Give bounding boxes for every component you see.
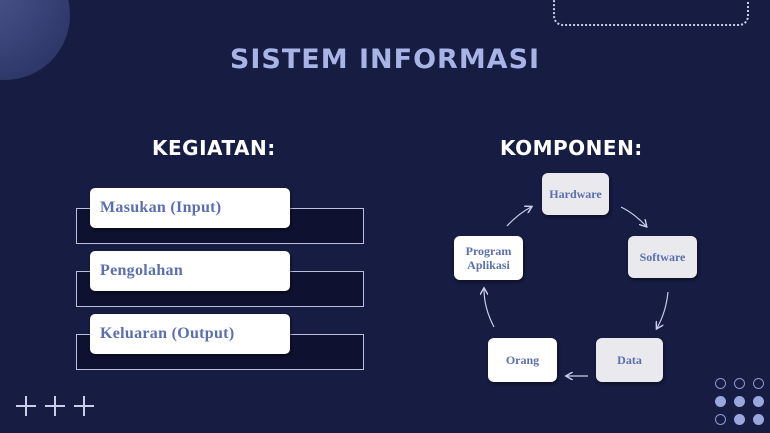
activity-processing: Pengolahan [90, 251, 290, 291]
dot [734, 396, 745, 407]
dotted-box-decoration [553, 0, 749, 26]
plus-icon [45, 396, 65, 416]
component-program-aplikasi: Program Aplikasi [454, 236, 523, 280]
component-software: Software [628, 236, 697, 278]
dot [715, 378, 726, 389]
dot [715, 414, 726, 425]
komponen-heading: KOMPONEN: [500, 136, 643, 160]
slide-title: SISTEM INFORMASI [229, 44, 541, 75]
dot [715, 396, 726, 407]
arrow-orang-program [484, 289, 495, 328]
arrow-program-hardware [506, 207, 531, 227]
dot [753, 414, 764, 425]
component-orang: Orang [488, 338, 557, 382]
dot [734, 378, 745, 389]
dot [753, 396, 764, 407]
component-hardware: Hardware [542, 173, 609, 215]
arrow-software-data [657, 291, 669, 328]
dot [734, 414, 745, 425]
activity-input: Masukan (Input) [90, 188, 290, 228]
arrow-hardware-software [620, 206, 646, 226]
program-line-2: Aplikasi [467, 258, 510, 272]
plus-icon [74, 396, 94, 416]
component-data: Data [596, 338, 663, 382]
kegiatan-heading: KEGIATAN: [152, 136, 276, 160]
plus-icon [16, 396, 36, 416]
dot [753, 378, 764, 389]
program-line-1: Program [465, 244, 512, 258]
activity-output: Keluaran (Output) [90, 314, 290, 354]
